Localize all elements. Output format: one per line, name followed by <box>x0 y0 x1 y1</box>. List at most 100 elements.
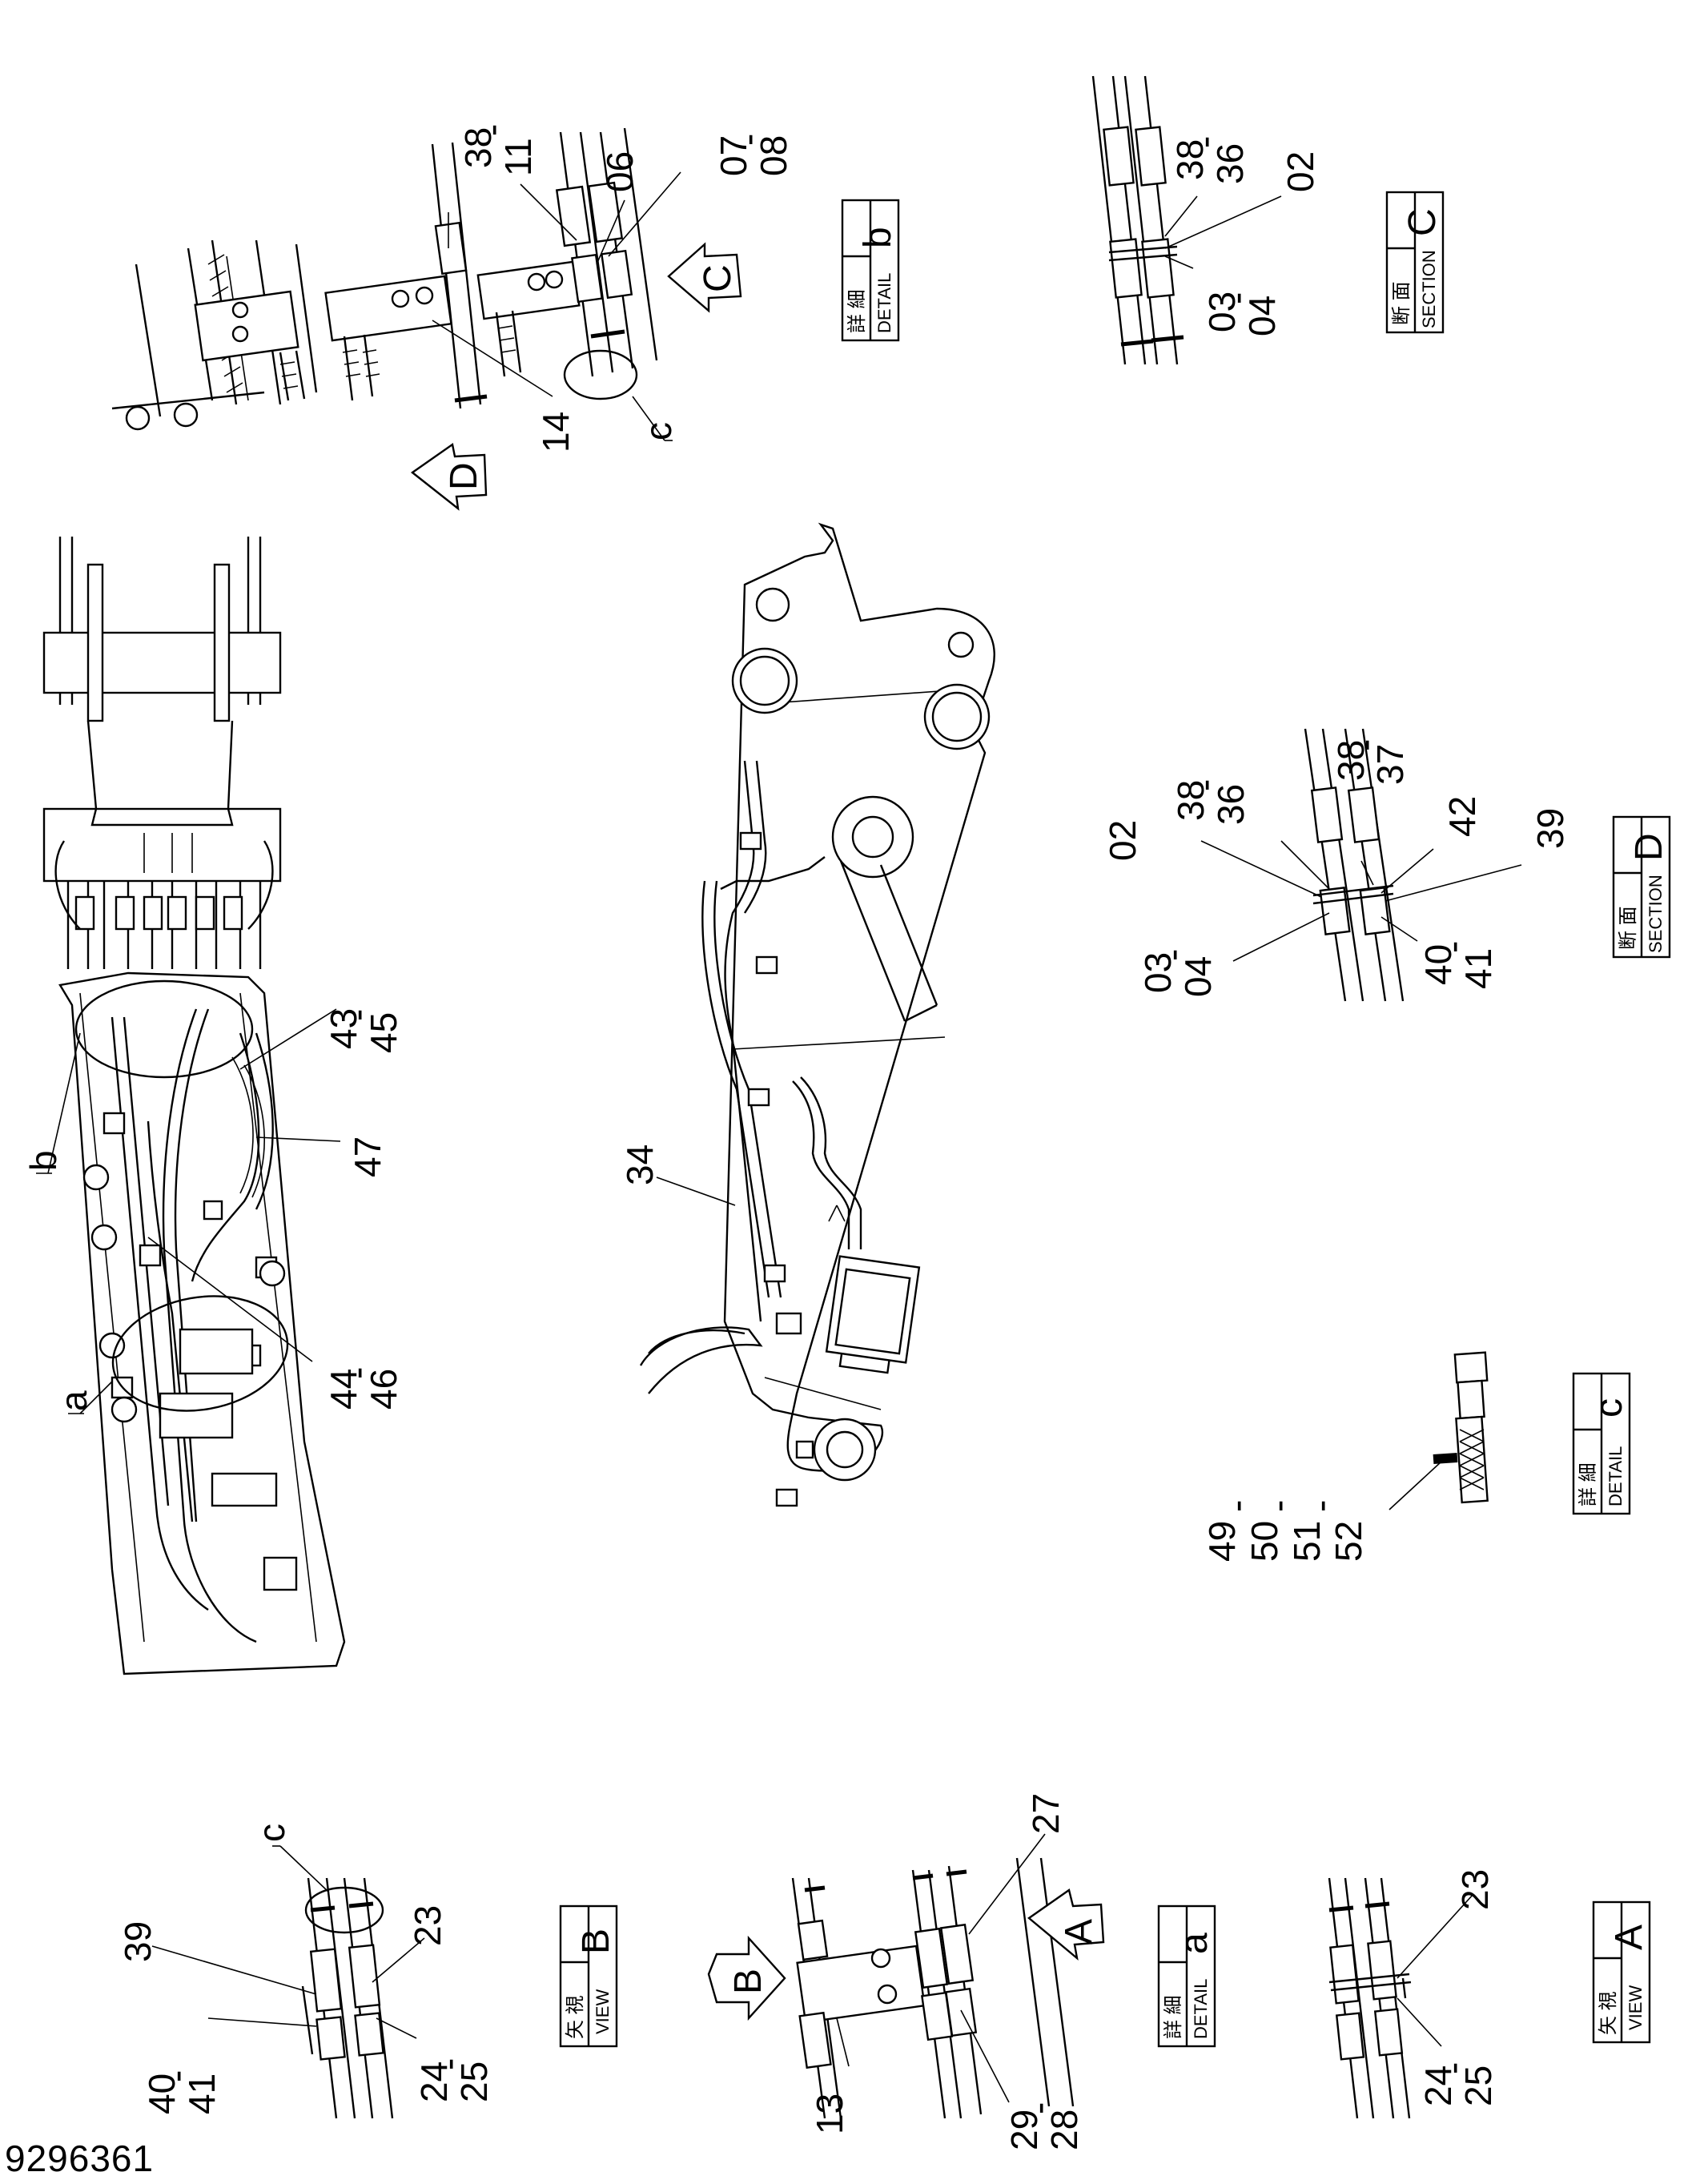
section-c-tag: 断 面 SECTION C <box>1385 191 1445 334</box>
view-a-drawing <box>1328 1877 1474 2119</box>
detail-b-jp-label: 詳 細 <box>846 289 868 333</box>
view-b-jp-label: 矢 視 <box>565 1995 586 2039</box>
part-number: - <box>1151 949 1193 961</box>
view-a-jp-label: 矢 視 <box>1597 1991 1619 2035</box>
detail-c-letter: c <box>1588 1398 1630 1418</box>
part-number: 49 <box>1201 1521 1243 1562</box>
part-number: - <box>1432 941 1473 953</box>
part-number: - <box>428 2058 469 2070</box>
part-number: 40 <box>1417 944 1459 985</box>
part-number: 44 <box>323 1369 364 1410</box>
part-number: - <box>336 1009 378 1021</box>
part-number: - <box>155 2070 197 2082</box>
detail-b-part-numbers: 38 - 11 06 07 - 08 14 c C D <box>443 124 794 490</box>
part-number: 07 <box>713 135 754 176</box>
part-number: 36 <box>1210 784 1252 825</box>
part-number: 46 <box>363 1369 404 1410</box>
circle-label-c: c <box>637 422 679 440</box>
detail-c-tag: 詳 細 DETAIL c <box>1572 1372 1631 1515</box>
part-number: - <box>1257 1500 1299 1512</box>
detail-a-jp-label: 詳 細 <box>1163 1995 1184 2039</box>
part-number: 23 <box>1454 1869 1496 1910</box>
part-number: 27 <box>1025 1793 1067 1834</box>
detail-b-drawing <box>111 127 742 511</box>
part-number: 40 <box>141 2073 183 2114</box>
part-number: 43 <box>323 1008 364 1049</box>
view-a-letter: A <box>1608 1925 1650 1950</box>
part-number: - <box>471 124 512 136</box>
section-d-drawing <box>1200 728 1522 1002</box>
part-number: - <box>336 1367 378 1379</box>
view-b-en-label: VIEW <box>593 1989 613 2034</box>
detail-a-en-label: DETAIL <box>1191 1979 1211 2039</box>
boom-side-view <box>639 522 995 1507</box>
part-number: 42 <box>1441 796 1483 837</box>
view-b-tag: 矢 視 VIEW B <box>559 1904 618 2048</box>
view-a-en-label: VIEW <box>1626 1985 1646 2030</box>
section-c-letter: C <box>1401 208 1444 236</box>
part-number: 03 <box>1137 952 1179 993</box>
part-number: - <box>1184 136 1225 148</box>
part-number: 37 <box>1369 744 1411 785</box>
circle-label-c-view: c <box>251 1824 292 1842</box>
part-number: 02 <box>1280 151 1321 192</box>
part-number: - <box>1216 1500 1257 1512</box>
part-number: 14 <box>535 412 577 452</box>
part-number: 25 <box>1457 2065 1499 2106</box>
drawing-number: 9296361 <box>5 2138 155 2179</box>
detail-b-letter: b <box>857 227 899 248</box>
part-number: 04 <box>1177 956 1219 997</box>
part-number: 29 <box>1003 2110 1045 2150</box>
part-number: 38 <box>457 127 499 168</box>
part-number: 24 <box>1417 2065 1459 2106</box>
detail-a-part-numbers: B A 27 13 29 - 28 <box>727 1793 1100 2150</box>
section-d-tag: 断 面 SECTION D <box>1612 815 1671 959</box>
part-number: 34 <box>619 1144 661 1185</box>
section-d-letter: D <box>1628 833 1670 861</box>
part-number: 25 <box>453 2061 495 2102</box>
part-number: 36 <box>1209 143 1251 184</box>
view-arrow-b-letter: B <box>727 1969 770 1994</box>
part-number: - <box>1216 292 1257 304</box>
view-a-tag: 矢 視 VIEW A <box>1592 1900 1651 2044</box>
section-d-en-label: SECTION <box>1646 875 1666 953</box>
part-number: - <box>1018 2102 1059 2114</box>
part-number: - <box>1344 739 1385 751</box>
part-number: - <box>1184 779 1225 791</box>
part-number: 38 <box>1330 740 1372 781</box>
part-number: 11 <box>497 138 539 176</box>
circle-label-a: a <box>53 1390 94 1411</box>
part-number: - <box>1300 1500 1341 1512</box>
part-number: 38 <box>1170 780 1212 821</box>
part-number: - <box>727 134 769 146</box>
part-number: - <box>1432 2062 1473 2074</box>
section-d-jp-label: 断 面 <box>1618 906 1639 950</box>
part-number: 39 <box>117 1921 159 1962</box>
part-number: 52 <box>1328 1521 1369 1562</box>
part-number: 04 <box>1241 296 1283 336</box>
detail-c-jp-label: 詳 細 <box>1577 1462 1599 1506</box>
section-c-en-label: SECTION <box>1419 250 1439 328</box>
view-arrow-a-letter: A <box>1058 1919 1100 1945</box>
part-number: 13 <box>809 2094 850 2134</box>
detail-b-en-label: DETAIL <box>874 273 894 333</box>
view-a-part-numbers: 23 24 - 25 <box>1417 1869 1499 2106</box>
detail-a-letter: a <box>1173 1933 1216 1954</box>
part-number: 03 <box>1201 292 1243 332</box>
part-number: 41 <box>1457 948 1499 989</box>
detail-c-part-numbers: 49 - 50 - 51 - 52 <box>1201 1500 1369 1562</box>
part-number: 02 <box>1102 820 1143 861</box>
part-number: 28 <box>1043 2110 1085 2150</box>
part-number: 47 <box>347 1136 388 1177</box>
detail-c-drawing <box>1389 1351 1489 1510</box>
circle-label-b: b <box>22 1150 64 1171</box>
part-number: 23 <box>407 1905 448 1946</box>
section-c-part-numbers: 38 - 36 02 03 - 04 <box>1169 136 1321 336</box>
part-number: 45 <box>363 1012 404 1053</box>
arm-side-view <box>36 971 346 1675</box>
detail-a-tag: 詳 細 DETAIL a <box>1157 1904 1216 2048</box>
arm-side-part-numbers: 43 - 45 47 44 - 46 b a <box>22 1008 404 1411</box>
part-number: 39 <box>1529 808 1571 849</box>
section-d-part-numbers: 02 38 - 36 38 - 37 42 39 03 - 04 40 - 41 <box>1102 739 1571 997</box>
detail-a-drawing <box>707 1833 1105 2119</box>
